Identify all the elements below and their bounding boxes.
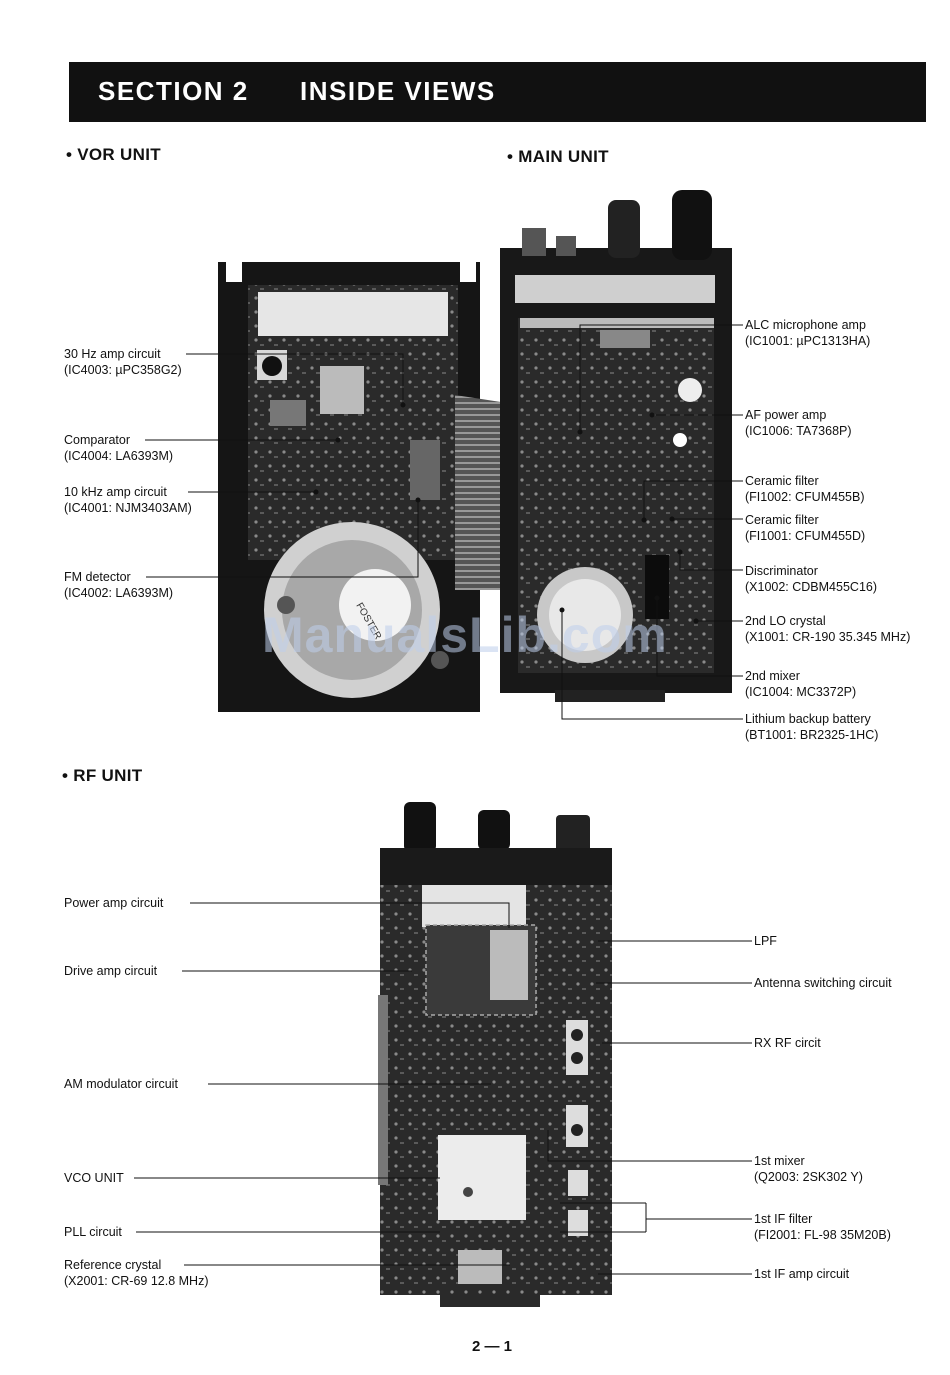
rf-label-lpf: LPF (754, 934, 777, 948)
main-label-ceramic-filter-1: Ceramic filter (FI1002: CFUM455B) (745, 474, 865, 504)
watermark: ManualsLib.com (262, 607, 668, 663)
rf-label-1st-mixer: 1st mixer (Q2003: 2SK302 Y) (754, 1154, 863, 1184)
page-number: 2 — 1 (472, 1338, 513, 1355)
rf-unit-heading: • RF UNIT (62, 766, 143, 785)
vor-label-fm-detector: FM detector (IC4002: LA6393M) (64, 570, 174, 600)
section-header-bar (69, 62, 926, 122)
rf-label-reference-crystal: Reference crystal (X2001: CR-69 12.8 MHz… (64, 1258, 209, 1288)
rf-label-am-modulator: AM modulator circuit (64, 1077, 178, 1091)
main-unit-heading: • MAIN UNIT (507, 147, 609, 166)
rf-label-vco-unit: VCO UNIT (64, 1171, 124, 1185)
section-number: SECTION 2 (98, 76, 249, 106)
main-label-2nd-lo-crystal: 2nd LO crystal (X1001: CR-190 35.345 MHz… (745, 614, 911, 644)
rf-label-pll-circuit: PLL circuit (64, 1225, 122, 1239)
main-label-af-power-amp: AF power amp (IC1006: TA7368P) (745, 408, 852, 438)
rf-unit-photo (378, 802, 612, 1307)
rf-label-drive-amp: Drive amp circuit (64, 964, 158, 978)
vor-unit-heading: • VOR UNIT (66, 145, 161, 164)
section-title: INSIDE VIEWS (300, 76, 496, 106)
main-label-alc-mic-amp: ALC microphone amp (IC1001: µPC1313HA) (745, 318, 871, 348)
rf-label-1st-if-filter: 1st IF filter (FI2001: FL-98 35M20B) (754, 1212, 891, 1242)
main-label-ceramic-filter-2: Ceramic filter (FI1001: CFUM455D) (745, 513, 866, 543)
rf-label-1st-if-amp: 1st IF amp circuit (754, 1267, 850, 1281)
vor-label-comparator: Comparator (IC4004: LA6393M) (64, 433, 174, 463)
main-label-lithium-battery: Lithium backup battery (BT1001: BR2325-1… (745, 712, 879, 742)
rf-label-rx-rf: RX RF circit (754, 1036, 821, 1050)
rf-label-antenna-switching: Antenna switching circuit (754, 976, 892, 990)
main-label-discriminator: Discriminator (X1002: CDBM455C16) (745, 564, 878, 594)
rf-label-power-amp: Power amp circuit (64, 896, 164, 910)
vor-label-30hz-amp: 30 Hz amp circuit (IC4003: µPC358G2) (64, 347, 182, 377)
vor-label-10khz-amp: 10 kHz amp circuit (IC4001: NJM3403AM) (64, 485, 192, 515)
main-label-2nd-mixer: 2nd mixer (IC1004: MC3372P) (745, 669, 857, 699)
